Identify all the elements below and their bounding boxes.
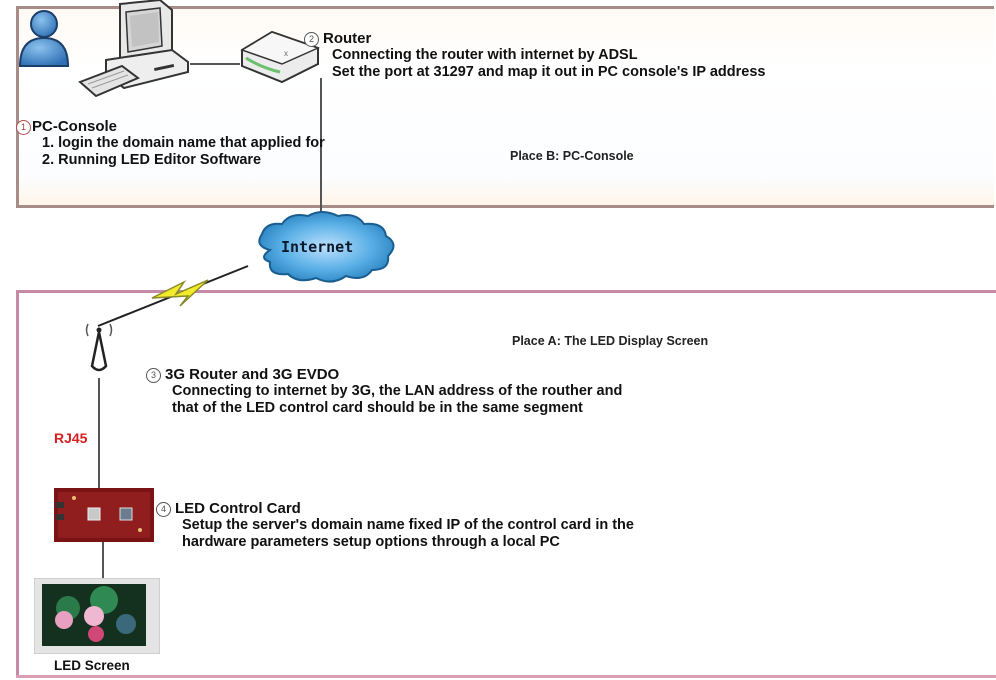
control-card-title-row: 4 LED Control Card	[156, 500, 634, 517]
router-description: 2 Router Connecting the router with inter…	[304, 30, 765, 81]
router-3g-line-1: Connecting to internet by 3G, the LAN ad…	[172, 383, 623, 399]
router-line-1: Connecting the router with internet by A…	[332, 47, 638, 63]
router-title-row: 2 Router	[304, 30, 765, 47]
place-a-bottom-border	[16, 675, 996, 678]
user-icon	[18, 10, 70, 67]
place-a-region	[16, 290, 996, 678]
pc-computer-icon	[78, 0, 189, 98]
router-3g-title-row: 3 3G Router and 3G EVDO	[146, 366, 622, 383]
antenna-3g-router-icon	[85, 323, 113, 372]
router-internet-link	[320, 78, 322, 218]
rj45-label: RJ45	[54, 430, 88, 446]
pc-console-title: PC-Console	[32, 118, 118, 135]
router-3g-line-2: that of the LED control card should be i…	[172, 400, 583, 416]
control-card-line-2: hardware parameters setup options throug…	[182, 534, 560, 550]
place-a-label: Place A: The LED Display Screen	[512, 334, 709, 348]
step-number-3: 3	[146, 368, 161, 383]
router-line-2: Set the port at 31297 and map it out in …	[332, 64, 766, 80]
router-icon: x	[240, 30, 320, 84]
lightning-icon	[151, 279, 209, 307]
control-card-title: LED Control Card	[175, 500, 301, 517]
control-card-description: 4 LED Control Card Setup the server's dom…	[156, 500, 634, 551]
internet-label: Internet	[281, 238, 354, 256]
step-number-2: 2	[304, 32, 319, 47]
pc-console-line-1: 1. login the domain name that applied fo…	[42, 135, 325, 151]
router-3g-title: 3G Router and 3G EVDO	[165, 366, 340, 383]
led-screen-caption: LED Screen	[54, 658, 130, 673]
control-card-line-1: Setup the server's domain name fixed IP …	[182, 517, 634, 533]
led-control-card-icon	[54, 488, 154, 542]
pc-router-link	[190, 63, 240, 65]
place-b-label: Place B: PC-Console	[510, 149, 634, 163]
router-3g-description: 3 3G Router and 3G EVDO Connecting to int…	[146, 366, 622, 417]
led-screen-icon	[34, 578, 160, 654]
step-number-1: 1	[16, 120, 31, 135]
svg-text:x: x	[284, 49, 288, 58]
card-screen-link	[102, 540, 104, 580]
internet-cloud-icon	[258, 211, 395, 283]
place-b-region	[16, 6, 994, 208]
step-number-4: 4	[156, 502, 171, 517]
pc-console-line-2: 2. Running LED Editor Software	[42, 152, 262, 168]
router3g-card-link	[98, 378, 100, 488]
wireless-link	[97, 265, 249, 327]
router-title: Router	[323, 30, 372, 47]
